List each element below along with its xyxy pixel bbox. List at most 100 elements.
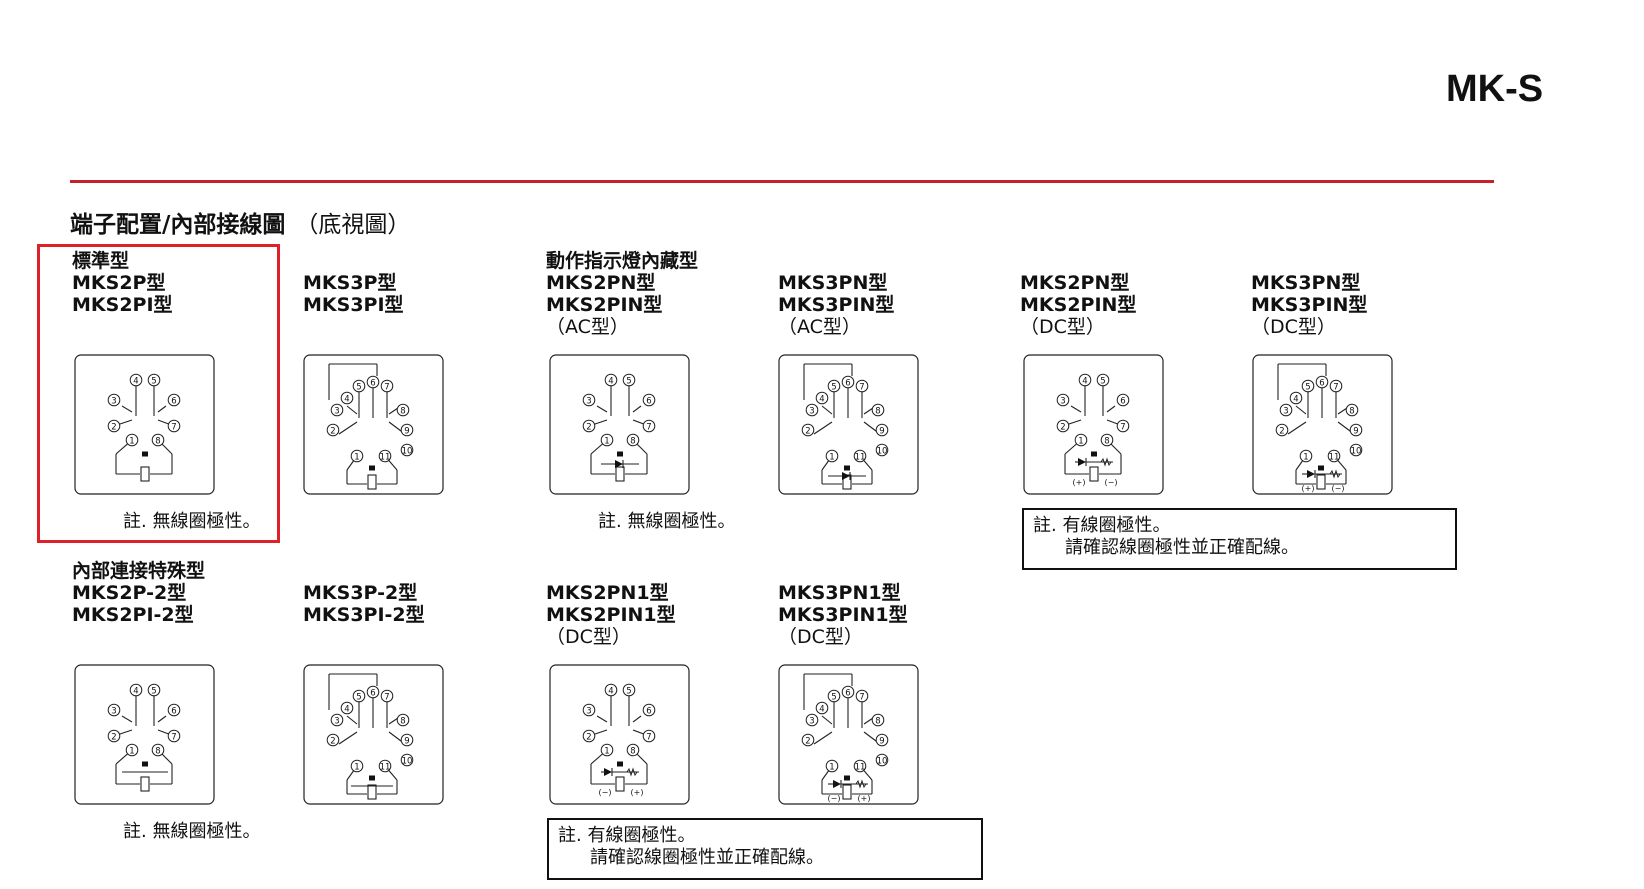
model-name: MKS2PIN型 [1020,294,1137,316]
indicator-dc1-3p-label: MKS3PN1型 MKS3PIN1型 （DC型） [778,582,908,648]
terminal-pin [167,703,181,717]
wire [632,715,642,723]
type-paren: （AC型） [546,316,629,338]
terminal-number: 8 [875,406,880,416]
terminal-pin [875,443,889,457]
terminal-pin [604,683,618,697]
polarity-label: (−) [1332,484,1345,493]
terminal-number: 6 [646,706,651,716]
wire [1106,405,1116,413]
terminal-pin [827,379,841,393]
terminal-number: 10 [877,446,888,456]
model-name: MKS2P-2型 [72,582,187,604]
terminal-pin [1116,419,1130,433]
indicator-lamp [844,465,850,471]
terminal-pin [1279,403,1293,417]
terminal-pin [380,379,394,393]
terminal-pin [378,759,392,773]
terminal-number: 6 [171,706,176,716]
terminal-number: 4 [133,686,138,696]
wire [346,405,358,415]
socket-outline [1252,354,1393,495]
terminal-number: 8 [155,436,160,446]
wire [157,405,167,413]
section-title: 端子配置/內部接線圖（底視圖） [70,205,410,239]
terminal-number: 10 [1351,446,1362,456]
terminal-pin [1315,375,1329,389]
diode-symbol [604,768,612,776]
terminal-number: 3 [334,716,339,726]
terminal-number: 3 [586,706,591,716]
terminal-number: 3 [586,396,591,406]
wire [338,731,358,745]
terminal-number: 7 [1120,422,1125,432]
terminal-pin [642,729,656,743]
terminal-number: 11 [855,762,866,772]
terminal-pin [805,713,819,727]
resistor-symbol [626,767,638,777]
polarity-label: (+) [1073,478,1086,487]
terminal-number: 7 [859,692,864,702]
terminal-pin [1100,433,1114,447]
indicator-lamp [369,465,375,471]
terminal-pin [396,713,410,727]
terminal-pin [582,703,596,717]
indicator-lamp [1091,451,1097,457]
section-title-text: 端子配置/內部接線圖 [70,212,286,238]
polarity-label: (+) [1302,484,1315,493]
wire [121,405,133,413]
terminal-pin [107,393,121,407]
model-name: MKS3PIN型 [1251,294,1368,316]
polarity-label: (−) [828,794,841,803]
coil-symbol [367,784,377,800]
terminal-number: 8 [1104,436,1109,446]
coil-symbol [367,474,377,490]
terminal-number: 9 [404,426,409,436]
socket-outline [303,664,444,805]
terminal-number: 4 [1293,394,1298,404]
note-standard: 註. 無線圈極性。 [123,511,261,532]
polarity-label: (−) [1105,478,1118,487]
model-name: MKS3PN型 [1251,272,1361,294]
terminal-pin [1329,379,1343,393]
terminal-pin [582,393,596,407]
wire [821,405,833,415]
terminal-number: 1 [354,452,359,462]
indicator-dc-3p-label: MKS3PN型 MKS3PIN型 （DC型） [1251,272,1367,338]
terminal-pin [340,391,354,405]
terminal-number: 5 [1100,376,1105,386]
terminal-number: 10 [877,756,888,766]
wire [813,421,833,435]
terminal-pin [167,393,181,407]
terminal-pin [801,423,815,437]
type-paren: （DC型） [1251,316,1336,338]
terminal-number: 10 [402,446,413,456]
terminal-number: 8 [875,716,880,726]
terminal-pin [400,753,414,767]
model-name: MKS2PI型 [72,294,173,316]
group-heading: 標準型 [72,250,130,272]
terminal-number: 5 [356,692,361,702]
terminal-number: 3 [809,716,814,726]
terminal-number: 1 [604,746,609,756]
terminal-number: 6 [646,396,651,406]
terminal-pin [340,701,354,715]
terminal-pin [1056,393,1070,407]
terminal-number: 9 [879,736,884,746]
wire [821,715,833,725]
terminal-pin [827,689,841,703]
terminal-number: 5 [356,382,361,392]
indicator-ac-label: 動作指示燈內藏型 MKS2PN型 MKS2PIN型 （AC型） [546,250,698,338]
terminal-number: 6 [370,688,375,698]
terminal-pin [801,733,815,747]
model-name: MKS2PN1型 [546,582,669,604]
terminal-pin [622,683,636,697]
